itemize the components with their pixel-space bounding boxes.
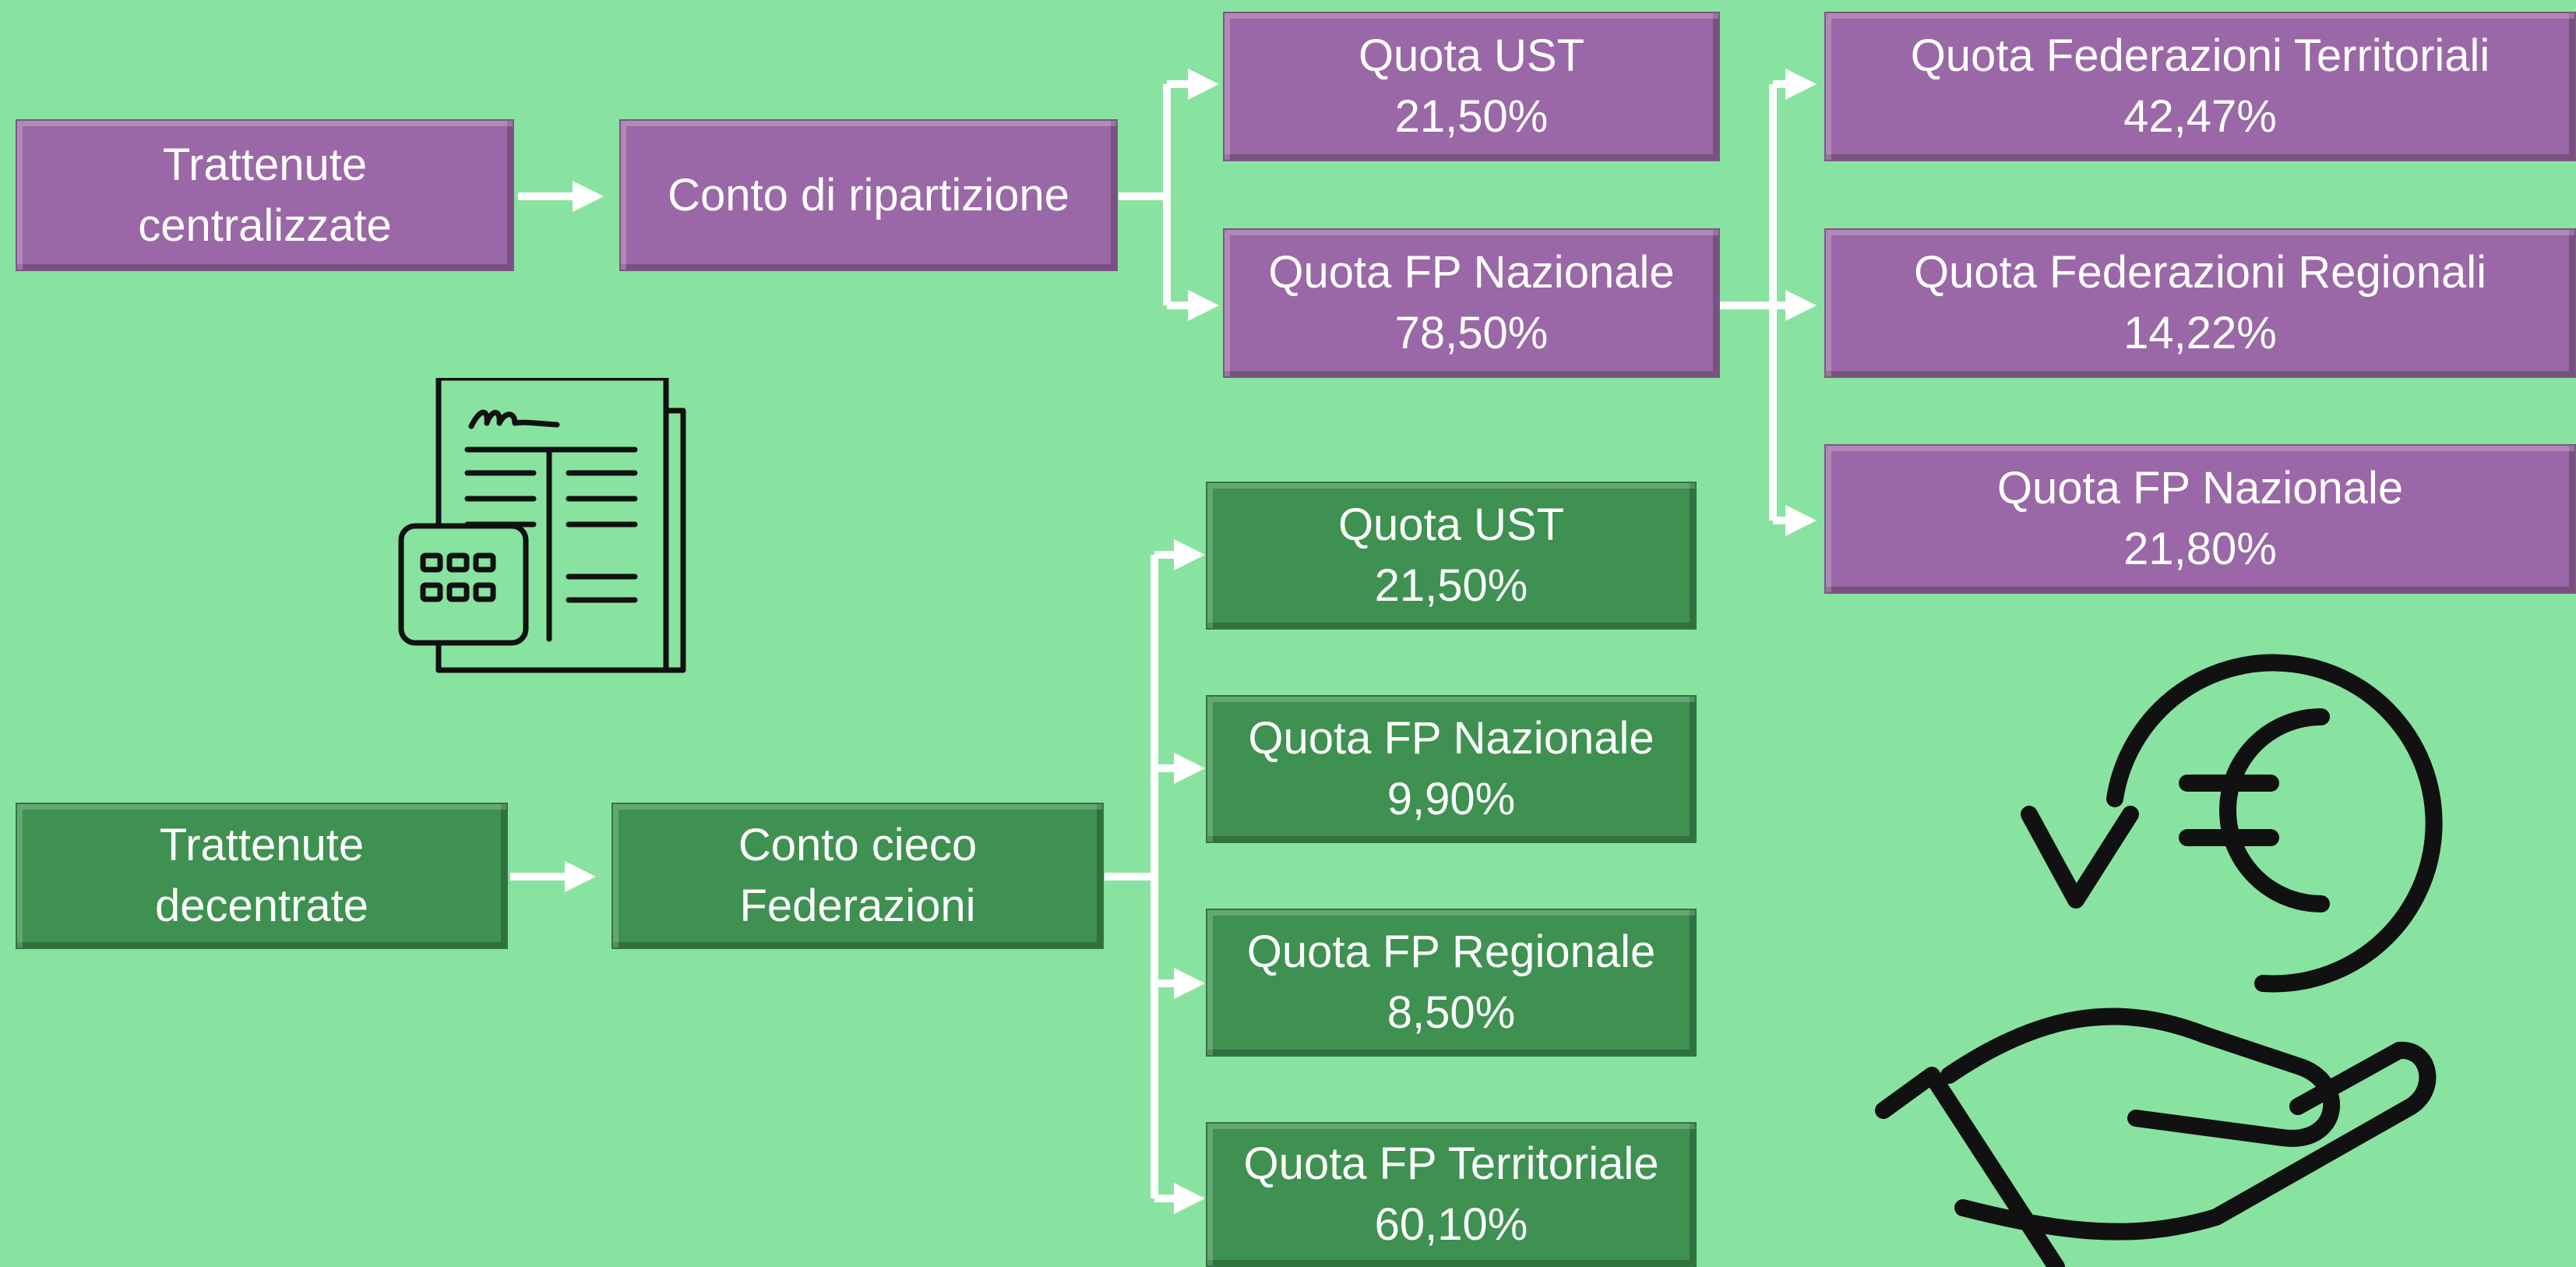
central-share-fpnaz-box: Quota FP Nazionale 78,50%: [1223, 228, 1720, 378]
fp-nazionale-level2-name: Quota FP Nazionale: [1996, 463, 2404, 514]
euro-refund-hand-icon: [1875, 654, 2443, 1267]
central-share-ust-name: Quota UST: [1358, 30, 1585, 81]
fp-nazionale-level2-box: Quota FP Nazionale 21,80%: [1824, 444, 2576, 594]
dec-share-fpterr-box: Quota FP Territoriale 60,10%: [1206, 1122, 1697, 1267]
fed-territoriali-box: Quota Federazioni Territoriali 42,47%: [1824, 12, 2576, 161]
fed-regionali-box: Quota Federazioni Regionali 14,22%: [1824, 228, 2576, 378]
central-share-fpnaz-pct: 78,50%: [1394, 308, 1549, 358]
dec-share-fpterr-name: Quota FP Territoriale: [1243, 1138, 1659, 1189]
decentralized-account-box: Conto cieco Federazioni: [611, 803, 1104, 949]
fed-territoriali-name: Quota Federazioni Territoriali: [1910, 30, 2490, 81]
dec-share-ust-box: Quota UST 21,50%: [1206, 482, 1697, 630]
fp-nazionale-level2-pct: 21,80%: [2123, 524, 2277, 574]
fed-regionali-name: Quota Federazioni Regionali: [1913, 247, 2487, 298]
dec-share-fpnaz-pct: 9,90%: [1387, 774, 1516, 824]
dec-share-fpreg-pct: 8,50%: [1387, 987, 1516, 1038]
fed-regionali-pct: 14,22%: [2123, 308, 2277, 358]
document-calculator-icon: [398, 378, 686, 673]
centralized-account-label: Conto di ripartizione: [668, 169, 1070, 221]
decentralized-account-label: Conto cieco Federazioni: [738, 820, 978, 931]
central-share-ust-pct: 21,50%: [1394, 91, 1549, 142]
dec-share-ust-pct: 21,50%: [1374, 560, 1528, 611]
dec-share-fpnaz-box: Quota FP Nazionale 9,90%: [1206, 695, 1697, 843]
decentralized-source-box: Trattenute decentrate: [16, 803, 508, 949]
centralized-account-box: Conto di ripartizione: [619, 119, 1118, 271]
dec-share-fpterr-pct: 60,10%: [1374, 1199, 1528, 1250]
fed-territoriali-pct: 42,47%: [2123, 91, 2277, 142]
dec-share-fpreg-name: Quota FP Regionale: [1246, 926, 1656, 977]
central-share-fpnaz-name: Quota FP Nazionale: [1268, 247, 1675, 298]
centralized-source-label: Trattenute centralizzate: [138, 139, 392, 251]
centralized-source-box: Trattenute centralizzate: [16, 119, 514, 271]
central-share-ust-box: Quota UST 21,50%: [1223, 12, 1720, 161]
decentralized-source-label: Trattenute decentrate: [154, 820, 369, 931]
dec-share-fpreg-box: Quota FP Regionale 8,50%: [1206, 909, 1697, 1057]
dec-share-fpnaz-name: Quota FP Nazionale: [1248, 713, 1654, 764]
dec-share-ust-name: Quota UST: [1337, 499, 1565, 550]
